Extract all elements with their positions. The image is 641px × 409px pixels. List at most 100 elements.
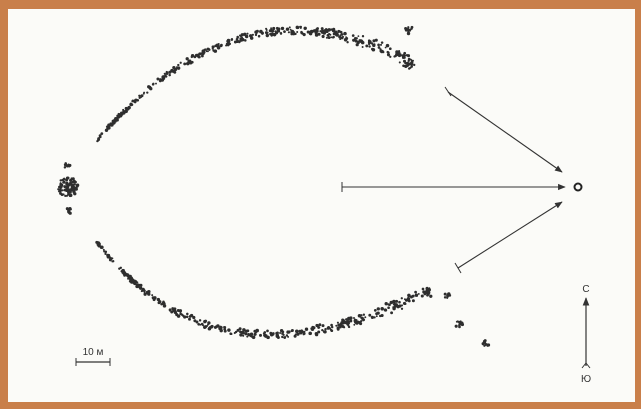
animal-dot [377, 44, 380, 47]
animal-dot [169, 308, 172, 311]
animal-dot [332, 28, 335, 31]
animal-dot [238, 40, 241, 43]
animal-dot [390, 311, 393, 314]
animal-dot [123, 269, 125, 271]
animal-dot [174, 68, 177, 71]
arrow-lower-tail [455, 263, 461, 273]
animal-dot [368, 45, 370, 47]
animal-dot [401, 304, 403, 306]
animal-dot [410, 295, 413, 298]
animal-dot [195, 54, 198, 57]
animal-dot [461, 323, 464, 326]
animal-dot [312, 326, 314, 328]
animal-dot [256, 30, 259, 33]
animal-dot [401, 297, 403, 299]
animal-dot [372, 39, 375, 42]
animal-dot [398, 301, 401, 304]
animal-dot [109, 257, 112, 260]
animal-dot [244, 332, 247, 335]
animal-dot [266, 32, 268, 34]
animal-dot [414, 291, 417, 294]
animal-dot [413, 64, 415, 66]
animal-dot [281, 27, 284, 30]
animal-dot [365, 44, 368, 47]
animal-dot [393, 302, 395, 304]
animal-dot [254, 330, 257, 333]
animal-dot [224, 330, 227, 333]
animal-dot [314, 30, 317, 33]
animal-dot [220, 44, 223, 47]
animal-dot [63, 193, 65, 195]
animal-dot [199, 319, 201, 321]
animal-dot [346, 41, 348, 43]
animal-dot [288, 31, 290, 33]
animal-dot [246, 33, 248, 35]
animal-dot [428, 293, 430, 295]
animal-dot [444, 296, 446, 298]
animal-dot [385, 47, 387, 49]
animal-dot [404, 298, 406, 300]
animal-dot [296, 31, 298, 33]
animal-dot [339, 31, 341, 33]
animal-dot [227, 39, 230, 42]
animal-dot [133, 100, 137, 104]
animal-dot [415, 293, 418, 296]
animal-dot [347, 317, 350, 320]
animal-dot [343, 326, 345, 328]
animal-dot [407, 32, 410, 35]
animal-dot [321, 30, 323, 32]
animal-dot [387, 53, 390, 56]
animal-dot [308, 332, 312, 336]
animal-dot [360, 317, 362, 319]
animal-dot [364, 316, 366, 318]
animal-dot [276, 29, 279, 32]
animal-dot [372, 48, 376, 52]
animal-dot [385, 302, 388, 305]
animal-dot [317, 331, 320, 334]
animal-dot [297, 26, 300, 29]
animal-dot [401, 308, 403, 310]
animal-dot [362, 46, 364, 48]
animal-dot [295, 333, 297, 335]
animal-dot [98, 242, 101, 245]
animal-dot [343, 319, 345, 321]
animal-dot [393, 55, 395, 57]
animal-dot [177, 309, 180, 312]
animal-dot [318, 33, 321, 36]
animal-dot [131, 104, 133, 106]
animal-dot [379, 48, 381, 50]
animal-dot [355, 39, 358, 42]
animal-dot [180, 62, 182, 64]
animal-dot [446, 294, 449, 297]
animal-dot [159, 80, 162, 83]
animal-dot [321, 27, 324, 30]
animal-dot [207, 48, 209, 50]
animal-dot [162, 301, 164, 303]
animal-dot [389, 47, 392, 50]
animal-dot [254, 333, 257, 336]
target-circle [575, 184, 582, 191]
animal-dot [368, 40, 371, 43]
animal-dot [421, 294, 424, 297]
animal-dot [458, 324, 461, 327]
animal-dot [321, 329, 323, 331]
animal-dot [362, 35, 364, 37]
left-herd-cluster [57, 162, 79, 215]
animal-dot [58, 186, 60, 188]
animal-dot [381, 41, 384, 44]
animal-dot [322, 324, 325, 327]
animal-dot [303, 27, 306, 30]
animal-dot [266, 330, 269, 333]
animal-dot [403, 53, 405, 55]
animal-dot [403, 302, 406, 305]
animal-dot [64, 188, 66, 190]
animal-dot [63, 185, 66, 188]
animal-dot [428, 287, 430, 289]
animal-dot [354, 37, 357, 40]
scale-bar-label: 10 м [83, 347, 104, 358]
animal-dot [266, 29, 268, 31]
animal-dot [356, 43, 359, 46]
animal-dot [183, 62, 186, 65]
animal-dot [300, 31, 303, 34]
animal-dot [384, 308, 387, 311]
